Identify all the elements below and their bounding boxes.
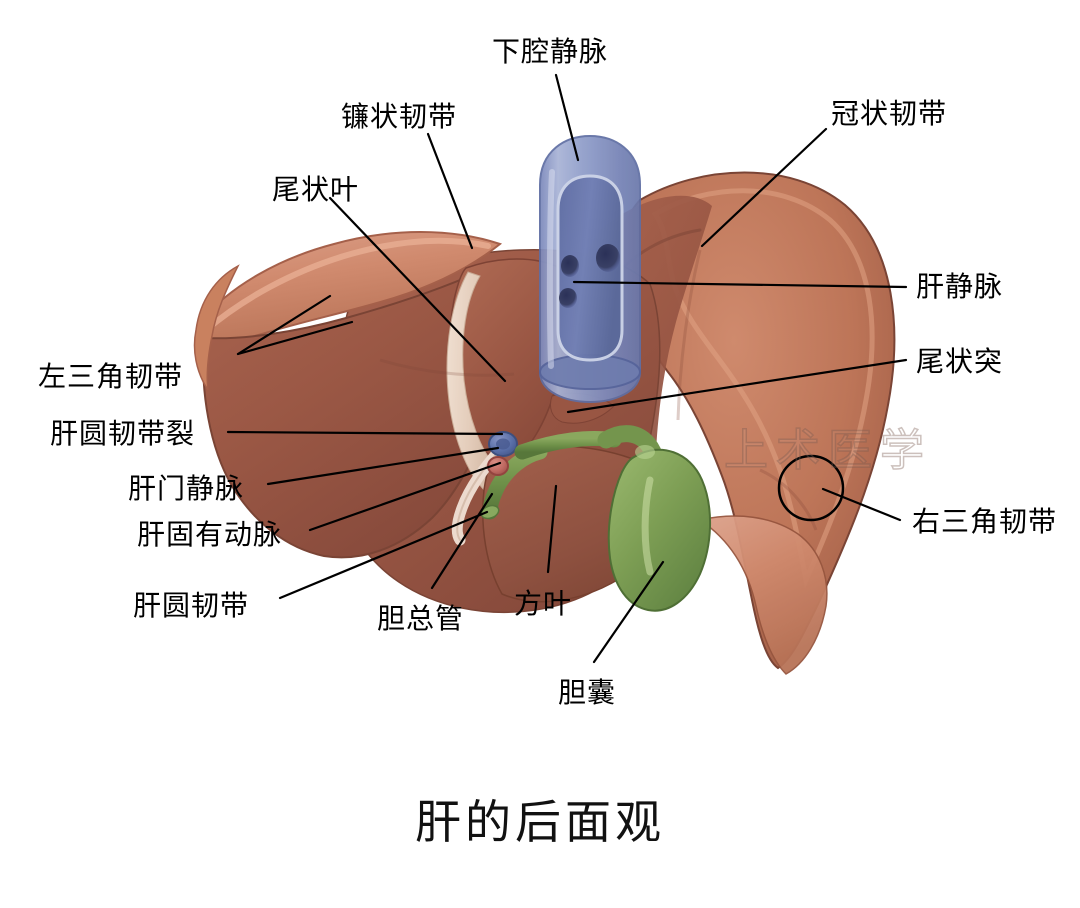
gallbladder-neck-highlight bbox=[635, 445, 655, 459]
ivc-highlight bbox=[546, 169, 555, 369]
leader-inferior-vena-cava bbox=[554, 73, 580, 162]
label-round-ligament-of-liver: 肝圆韧带 bbox=[133, 590, 250, 621]
label-common-bile-duct: 胆总管 bbox=[377, 603, 465, 634]
gallbladder-body bbox=[514, 425, 711, 612]
ivc-lumen bbox=[556, 174, 624, 362]
label-coronary-ligament: 冠状韧带 bbox=[831, 98, 948, 129]
gallbladder-highlight bbox=[641, 476, 654, 576]
label-inferior-vena-cava: 下腔静脉 bbox=[492, 36, 609, 67]
label-fissure-for-ligamentum-teres: 肝圆韧带裂 bbox=[50, 418, 196, 449]
label-hepatic-vein: 肝静脉 bbox=[916, 271, 1004, 302]
label-left-triangular-ligament: 左三角韧带 bbox=[38, 361, 184, 392]
liver-inferior-margin bbox=[698, 515, 828, 675]
liver-left-tip bbox=[193, 264, 240, 391]
leader-right-triangular-ligament bbox=[821, 487, 902, 522]
hepatic-artery-stump bbox=[487, 456, 509, 476]
liver-shading-streak-1 bbox=[676, 249, 702, 421]
label-right-triangular-ligament: 右三角韧带 bbox=[912, 506, 1058, 537]
label-hepatic-portal-vein: 肝门静脉 bbox=[128, 473, 245, 504]
porta-hepatis-vessels bbox=[451, 431, 548, 546]
leader-round-ligament-of-liver bbox=[278, 510, 489, 600]
leader-left-triangular-ligament-a bbox=[236, 294, 332, 356]
leader-caudate-process bbox=[566, 358, 908, 414]
liver-shading-streak-3 bbox=[759, 468, 818, 531]
label-quadrate-lobe: 方叶 bbox=[514, 588, 573, 619]
label-proper-hepatic-artery: 肝固有动脉 bbox=[137, 519, 283, 550]
leader-proper-hepatic-artery bbox=[308, 461, 502, 532]
leader-gallbladder bbox=[592, 560, 665, 664]
leader-lines bbox=[226, 73, 908, 664]
leader-hepatic-vein bbox=[572, 280, 908, 289]
inferior-vena-cava-vessel bbox=[539, 134, 641, 404]
leader-fissure-for-ligamentum-teres bbox=[226, 430, 504, 436]
liver-left-lobe-edge-highlight bbox=[203, 237, 491, 333]
right-triangular-ligament-circle bbox=[777, 454, 845, 522]
hepatic-vein-opening-right bbox=[596, 244, 620, 272]
leader-quadrate-lobe bbox=[546, 484, 558, 574]
leader-common-bile-duct bbox=[430, 492, 494, 590]
leader-caudate-lobe bbox=[328, 196, 507, 383]
liver-left-lobe bbox=[199, 231, 503, 343]
leader-falciform-ligament bbox=[426, 132, 474, 250]
leader-hepatic-portal-vein bbox=[266, 446, 500, 486]
leader-left-triangular-ligament-b bbox=[236, 320, 354, 356]
label-caudate-lobe: 尾状叶 bbox=[272, 174, 360, 205]
label-caudate-process: 尾状突 bbox=[916, 346, 1004, 377]
hepatic-vein-opening-left bbox=[561, 255, 579, 277]
label-gallbladder: 胆囊 bbox=[558, 677, 617, 708]
figure-title: 肝的后面观 bbox=[415, 796, 665, 848]
leader-coronary-ligament bbox=[700, 127, 828, 248]
portal-vein-lumen bbox=[496, 438, 510, 450]
hepatic-vein-opening-lower bbox=[559, 288, 577, 308]
label-falciform-ligament: 镰状韧带 bbox=[341, 101, 458, 132]
gallbladder-fundus bbox=[607, 448, 711, 612]
